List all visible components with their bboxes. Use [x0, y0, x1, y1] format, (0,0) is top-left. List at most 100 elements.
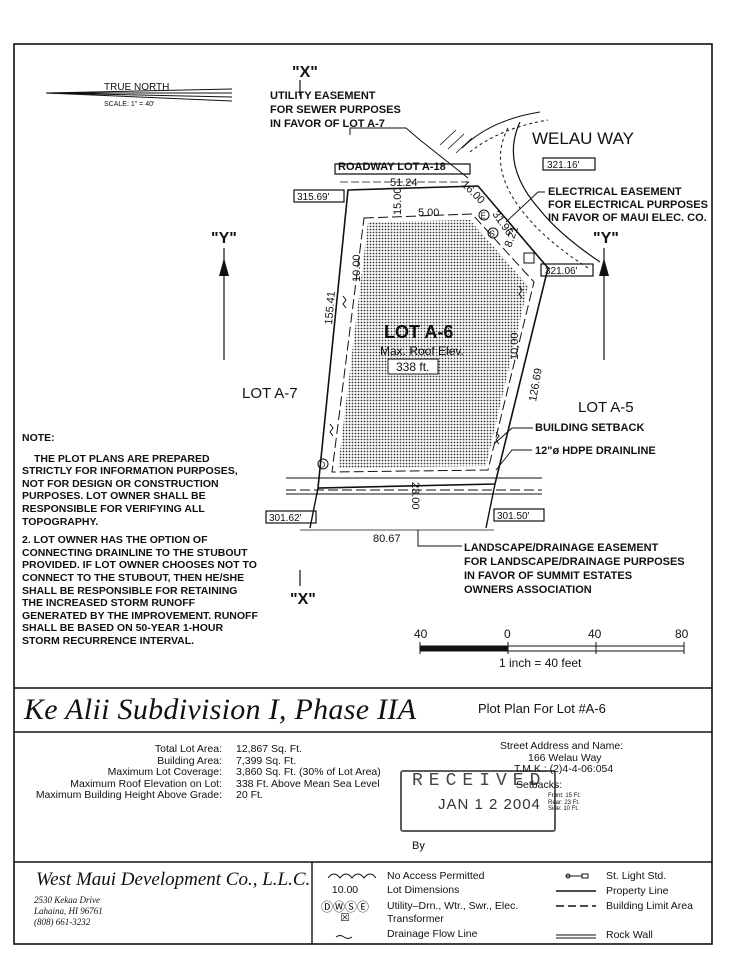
received-stamp-date: JAN 1 2 2004 [438, 796, 541, 813]
electrical-easement-line-2: FOR ELECTRICAL PURPOSES [548, 199, 708, 211]
section-marker-y-left: "Y" [211, 230, 237, 360]
drainage-flow-marks [329, 285, 523, 445]
section-y-right: "Y" [593, 230, 619, 247]
dim-155-41: 155.41 [323, 291, 338, 326]
dim-51-24: 51.24 [390, 177, 418, 189]
fact-label: Maximum Roof Elevation on Lot: [70, 777, 222, 790]
received-stamp-by: By [412, 840, 425, 852]
received-stamp [400, 770, 556, 832]
landscape-easement-line-1: LANDSCAPE/DRAINAGE EASEMENT [464, 542, 659, 554]
elev-301-50: 301.50' [497, 511, 530, 522]
dim-80-67: 80.67 [373, 533, 401, 545]
scale-tick-40-right: 40 [588, 627, 602, 641]
true-north-label: TRUE NORTH [104, 82, 169, 93]
lot-a7-label: LOT A-7 [242, 385, 298, 402]
fact-label: Total Lot Area: [154, 743, 222, 755]
company-address: 2530 Kekaa Drive Lahaina, HI 96761 (808)… [34, 895, 103, 928]
elev-315-69: 315.69' [297, 192, 330, 203]
landscape-strip [286, 477, 542, 529]
elev-301-62: 301.62' [269, 513, 302, 524]
elev-box-301-62 [265, 510, 317, 524]
max-roof-label: Max. Roof Elev. [380, 344, 464, 358]
symbol-e: E [481, 212, 486, 221]
fact-value: 338 Ft. Above Mean Sea Level [236, 777, 380, 790]
sheet-border [13, 43, 713, 945]
scale-tick-0: 0 [504, 627, 511, 641]
fact-label: Building Area: [157, 754, 222, 767]
lot-facts-labels: Total Lot Area: Building Area: Maximum L… [14, 743, 222, 802]
fact-label: Maximum Building Height Above Grade: [35, 789, 222, 802]
utility-easement-line-2: FOR SEWER PURPOSES [270, 104, 401, 116]
utility-symbols-corner: E S D [317, 209, 535, 470]
elev-box-321-16 [542, 157, 596, 171]
dim-5-00: 5.00 [418, 207, 439, 219]
address-value: 166 Welau Way [528, 751, 602, 764]
legend-utility: Utility–Drn., Wtr., Swr., Elec. [387, 900, 519, 912]
utility-easement-line-3: IN FAVOR OF LOT A-7 [270, 118, 385, 130]
roof-elev-value: 338 ft. [396, 360, 429, 374]
landscape-easement-line-2: FOR LANDSCAPE/DRAINAGE PURPOSES [464, 556, 685, 568]
legend-building-limit: Building Limit Area [606, 900, 693, 912]
legend-property-line: Property Line [606, 885, 669, 897]
setbacks-label: Setbacks: [516, 779, 563, 791]
elev-box-321-06 [540, 263, 594, 277]
building-area [338, 220, 528, 468]
electrical-easement-leader [505, 191, 545, 223]
dim-10-right: 10.00 [509, 332, 521, 360]
electrical-easement-line-1: ELECTRICAL EASEMENT [548, 186, 682, 198]
dim-10-left: 10.00 [351, 254, 363, 282]
legend-drainage: Drainage Flow Line [387, 928, 478, 940]
scale-tick-80: 80 [675, 627, 689, 641]
plan-notes: NOTE: THE PLOT PLANS ARE PREPARED STRICT… [22, 432, 258, 654]
landscape-easement-line-4: OWNERS ASSOCIATION [464, 584, 592, 596]
legend-utility-symbols: ⒹⓌⓈⒺ [320, 900, 369, 914]
lot-a5-label: LOT A-5 [578, 399, 634, 416]
fact-value: 3,860 Sq. Ft. (30% of Lot Area) [236, 766, 381, 779]
elev-box-315-69 [293, 189, 345, 203]
note-paragraph-1: THE PLOT PLANS ARE PREPARED STRICTLY FOR… [22, 452, 238, 528]
legend-symbols [327, 873, 596, 939]
section-marker-y-right: "Y" [593, 230, 619, 360]
elev-321-06: 321.06' [545, 266, 578, 277]
legend-transformer-symbol: ☒ [340, 912, 350, 924]
company-name: West Maui Development Co., L.L.C. [36, 869, 311, 890]
dim-126-69: 126.69 [527, 367, 545, 402]
fact-label: Maximum Lot Coverage: [107, 766, 222, 779]
welau-way-road [439, 111, 601, 269]
dim-16-00: 16.00 [459, 179, 487, 207]
building-setback-line [331, 213, 535, 473]
lot-facts-values: 12,867 Sq. Ft. 7,399 Sq. Ft. 3,860 Sq. F… [236, 743, 381, 802]
landscape-easement-line-3: IN FAVOR OF SUMMIT ESTATES [464, 570, 632, 582]
dim-15-00: 15.00 [392, 187, 404, 215]
setbacks-list: Front: 15 Ft. Rear: 23 Ft. Side: 10 Ft. [548, 793, 581, 813]
roadway-lot-label: ROADWAY LOT A-18 [338, 161, 446, 173]
scale-tick-40-left: 40 [414, 627, 428, 641]
street-address-block: Street Address and Name: 166 Welau Way T… [500, 740, 624, 776]
street-label: WELAU WAY [532, 129, 634, 148]
roadway-lot-strip [334, 163, 471, 175]
address-label: Street Address and Name: [500, 740, 624, 752]
section-x-bottom: "X" [290, 591, 316, 608]
section-x-top: "X" [292, 64, 318, 81]
north-arrow-icon [45, 88, 233, 102]
graphic-scale [419, 642, 685, 654]
tmk-value: T.M.K.: (2)4-4-06:054 [514, 763, 614, 776]
company-address-line-2: Lahaina, HI 96761 [34, 906, 103, 916]
utility-easement-line-1: UTILITY EASEMENT [270, 90, 376, 102]
note-heading: NOTE: [22, 432, 55, 444]
scale-text: 1 inch = 40 feet [499, 656, 582, 670]
setback-front: Front: 15 Ft. [548, 793, 581, 799]
scale-label: SCALE: 1" = 40' [104, 101, 154, 108]
no-access-icon [327, 873, 377, 879]
lot-boundary [317, 185, 549, 489]
legend-no-access: No Access Permitted [387, 870, 485, 882]
building-setback-label: BUILDING SETBACK [535, 422, 644, 434]
electrical-easement-line-3: IN FAVOR OF MAUI ELEC. CO. [548, 212, 707, 224]
fact-value: 12,867 Sq. Ft. [236, 743, 302, 755]
symbol-s: S [490, 230, 495, 239]
section-marker-x-top: "X" [292, 64, 318, 96]
elev-box-301-50 [493, 508, 545, 522]
legend-street-light: St. Light Std. [606, 870, 667, 882]
utility-easement-leader [349, 127, 469, 179]
